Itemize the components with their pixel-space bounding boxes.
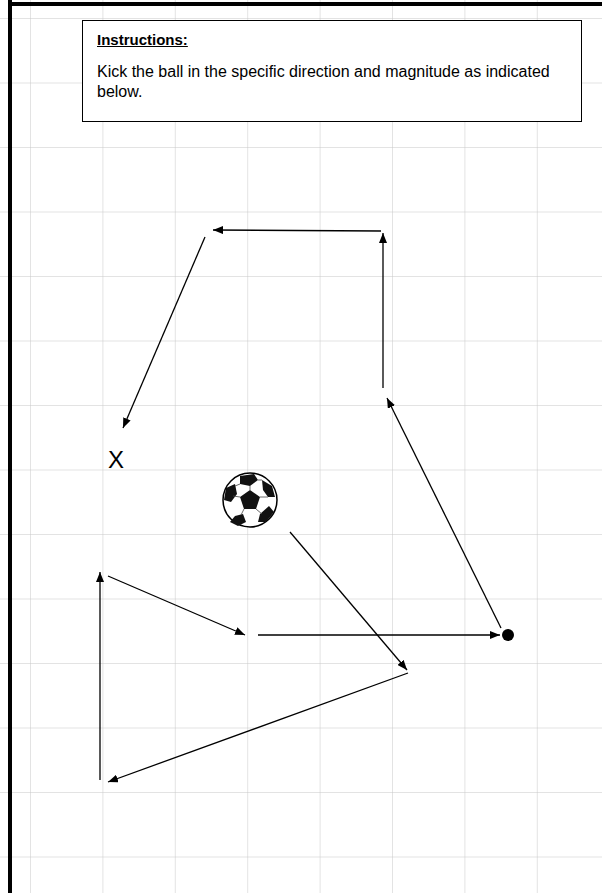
instruction-text: Kick the ball in the specific direction … bbox=[97, 62, 567, 102]
instruction-heading: Instructions: bbox=[97, 31, 567, 48]
kick-arrow bbox=[123, 237, 205, 428]
kick-arrow bbox=[108, 673, 408, 782]
kick-arrow bbox=[382, 233, 383, 388]
left-border bbox=[8, 0, 12, 893]
kick-arrow bbox=[108, 576, 245, 635]
kick-arrow bbox=[99, 572, 100, 780]
kick-arrow bbox=[258, 634, 500, 635]
instruction-box: Instructions: Kick the ball in the specif… bbox=[82, 20, 582, 122]
top-border bbox=[8, 2, 602, 6]
kick-arrow bbox=[213, 230, 381, 231]
target-mark: X bbox=[108, 448, 124, 472]
soccer-ball bbox=[223, 473, 277, 527]
kick-arrow bbox=[387, 398, 501, 628]
kick-arrows bbox=[100, 230, 501, 782]
kick-arrow bbox=[290, 532, 407, 670]
start-dot bbox=[502, 629, 514, 641]
